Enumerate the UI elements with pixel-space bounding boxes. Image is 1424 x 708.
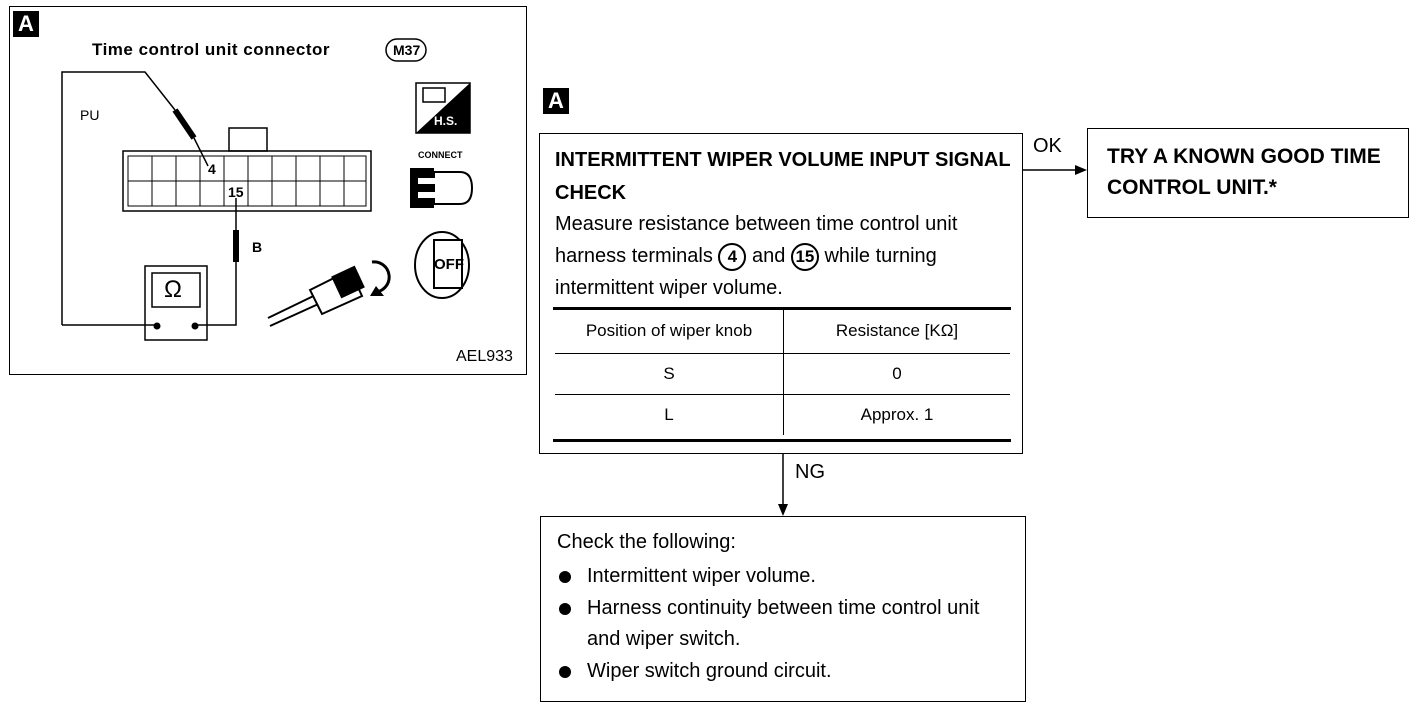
- table-top-rule: [553, 307, 1011, 310]
- connector-title: Time control unit connector: [92, 40, 330, 59]
- connect-label: CONNECT: [418, 150, 463, 160]
- pu-wire: [61, 71, 176, 325]
- pu-probe: [172, 108, 197, 140]
- table-row: S 0: [555, 353, 1010, 395]
- connector-code: M37: [393, 42, 421, 58]
- ng-arrow: [778, 454, 788, 516]
- cell-resistance: Approx. 1: [860, 405, 934, 424]
- cell-position: S: [555, 353, 784, 395]
- list-item: Harness continuity between time control …: [557, 593, 1017, 656]
- list-item: Intermittent wiper volume.: [557, 561, 1017, 593]
- check-title: INTERMITTENT WIPER VOLUME INPUT SIGNAL C…: [555, 149, 1011, 204]
- bullet-icon: [559, 665, 571, 678]
- list-item-text: Harness continuity between time control …: [587, 596, 980, 651]
- bullet-icon: [559, 602, 571, 615]
- b-wire: [195, 262, 237, 326]
- figure-code: AEL933: [456, 348, 513, 365]
- cell-resistance: 0: [783, 353, 1010, 395]
- connector-cells: [127, 155, 367, 207]
- check-body-post: while turning intermittent wiper volume.: [555, 245, 937, 299]
- ng-check-box: Check the following: Intermittent wiper …: [540, 516, 1026, 702]
- terminal-b-circle: 15: [790, 242, 819, 271]
- header-resistance: Resistance [KΩ]: [783, 309, 1010, 354]
- connector-body: [122, 150, 372, 212]
- ng-check-list: Intermittent wiper volume. Harness conti…: [557, 561, 1017, 687]
- cell-position: L: [555, 394, 784, 435]
- ng-lead: Check the following:: [557, 531, 736, 553]
- ng-label: NG: [795, 461, 825, 483]
- list-item-text: Wiper switch ground circuit.: [587, 659, 832, 682]
- table-row: L Approx. 1: [555, 394, 1010, 435]
- and-word: and: [751, 245, 786, 267]
- terminal-4-label: 4: [208, 161, 216, 177]
- table-header-row: Position of wiper knob Resistance [KΩ]: [555, 309, 1010, 354]
- rotate-arrow-icon: [371, 260, 391, 294]
- connect-icon: [410, 168, 434, 208]
- ok-arrow: [1023, 165, 1087, 175]
- ok-label: OK: [1033, 135, 1062, 157]
- check-body-pre: Measure resistance between time control …: [555, 213, 958, 267]
- ok-result-box: TRY A KNOWN GOOD TIME CONTROL UNIT.*: [1087, 128, 1409, 218]
- list-item-text: Intermittent wiper volume.: [587, 565, 816, 587]
- check-instructions: Measure resistance between time control …: [555, 208, 1015, 304]
- terminal-a-circle: 4: [718, 242, 747, 271]
- ohmmeter: [144, 265, 208, 341]
- bullet-icon: [559, 571, 571, 583]
- figure-tag: A: [13, 11, 39, 37]
- connector-latch: [228, 127, 268, 152]
- table-bottom-rule: [553, 439, 1011, 442]
- wire-pu-label: PU: [80, 107, 100, 123]
- terminal-15-label: 15: [228, 184, 244, 200]
- wire-b-label: B: [252, 239, 263, 255]
- flow-tag: A: [543, 88, 569, 114]
- hs-label: H.S.: [434, 114, 458, 128]
- connector-wiring-svg: [61, 38, 474, 341]
- ohm-symbol: Ω: [164, 276, 182, 303]
- ok-result-text: TRY A KNOWN GOOD TIME CONTROL UNIT.*: [1107, 145, 1381, 199]
- header-position: Position of wiper knob: [555, 309, 784, 354]
- connector-diagram: [9, 6, 527, 375]
- list-item: Wiper switch ground circuit.: [557, 656, 1017, 688]
- off-label: OFF: [434, 256, 464, 273]
- resistance-table: Position of wiper knob Resistance [KΩ] S…: [555, 309, 1010, 435]
- check-box: INTERMITTENT WIPER VOLUME INPUT SIGNAL C…: [539, 133, 1023, 454]
- connector-code-badge: [385, 38, 427, 62]
